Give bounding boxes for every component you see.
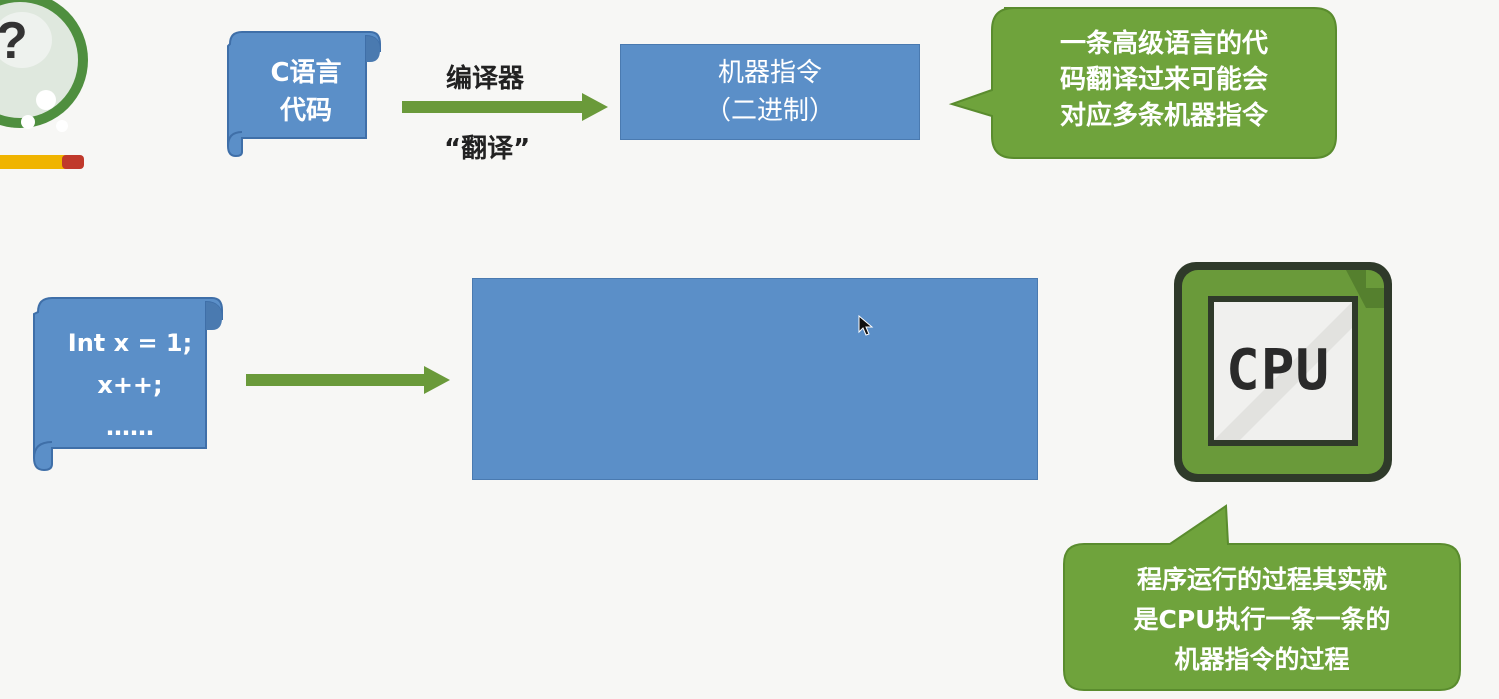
cpu-label: CPU bbox=[1226, 338, 1331, 403]
empty-content-box bbox=[472, 278, 1038, 480]
svg-text:?: ? bbox=[0, 12, 28, 70]
machine-instruction-text: 机器指令 （二进制） bbox=[704, 58, 835, 126]
execute-arrow bbox=[246, 366, 450, 394]
bottom-callout-bubble bbox=[1063, 504, 1461, 691]
code-scroll-text: Int x = 1; x++; …… bbox=[67, 329, 193, 441]
translate-label: “翻译” bbox=[444, 134, 531, 164]
compile-arrow bbox=[402, 93, 608, 121]
cpu-chip-icon bbox=[1174, 262, 1392, 482]
bottom-callout-text: 程序运行的过程其实就 是CPU执行一条一条的 机器指令的过程 bbox=[1133, 565, 1391, 674]
mouse-cursor-icon bbox=[858, 315, 874, 336]
thinking-mascot-icon: ? bbox=[0, 0, 88, 169]
top-callout-text: 一条高级语言的代 码翻译过来可能会 对应多条机器指令 bbox=[1059, 29, 1268, 131]
top-callout-bubble bbox=[948, 7, 1337, 159]
c-code-scroll bbox=[227, 31, 381, 158]
c-code-scroll-text: C语言 代码 bbox=[270, 58, 342, 126]
machine-instruction-box: 机器指令 （二进制） bbox=[620, 44, 920, 140]
code-scroll bbox=[33, 297, 223, 472]
compiler-label: 编译器 bbox=[446, 64, 525, 94]
